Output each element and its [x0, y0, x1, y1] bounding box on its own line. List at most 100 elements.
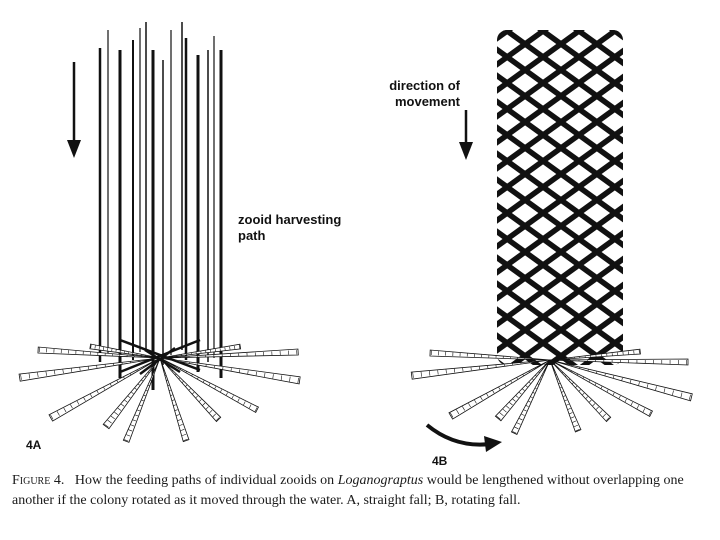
stipe-thecae [83, 397, 86, 401]
stipe-thecae [225, 392, 228, 396]
stipe-thecae [535, 375, 537, 377]
stipe-thecae [642, 408, 646, 413]
stipe-thecae [116, 380, 119, 383]
stipe-thecae [254, 407, 258, 412]
stipe-thecae [568, 378, 571, 381]
stipe-thecae [539, 379, 541, 381]
stipe-thecae [567, 408, 571, 410]
stipe-thecae [636, 405, 640, 409]
stipe-thecae [37, 372, 39, 378]
helical-path-right [497, 43, 623, 149]
stipe-thecae [173, 404, 177, 406]
stipe-thecae [486, 393, 489, 397]
stipe-thecae [216, 417, 220, 421]
stipe-thecae [123, 376, 125, 379]
colony-stipe [448, 359, 551, 420]
stipe-thecae [602, 413, 607, 418]
stipe-thecae [147, 371, 150, 373]
stipe-thecae [132, 419, 137, 422]
stipe-thecae [109, 383, 112, 387]
stipe-thecae [175, 373, 177, 376]
stipe-thecae [134, 414, 139, 417]
stipe-thecae [445, 369, 447, 374]
annotation-zooid-harvesting-path: zooid harvesting path [238, 212, 342, 243]
stipe-thecae [456, 409, 460, 415]
stipe-thecae [563, 395, 566, 397]
stipe-thecae [96, 390, 99, 394]
stipe-thecae [54, 370, 56, 375]
stipe-thecae [50, 414, 54, 420]
helical-path-left [497, 30, 623, 71]
stipe-thecae [566, 403, 570, 406]
stipe-thecae [541, 368, 543, 370]
stipe-thecae [141, 399, 144, 402]
helical-path-right [497, 95, 623, 201]
stipe-thecae [612, 392, 615, 396]
colony-stipe [159, 343, 242, 359]
helical-path-left [492, 0, 630, 16]
stipe-thecae [535, 387, 537, 390]
stipe-thecae [592, 403, 596, 407]
stipe-thecae [588, 380, 591, 382]
helical-path-right [497, 30, 623, 123]
stipe-thecae [509, 402, 513, 406]
colony-stipe [159, 357, 301, 385]
helical-path-right [492, 0, 630, 16]
stipe-thecae [212, 413, 217, 417]
stipe-thecae [90, 344, 92, 349]
stipe-thecae [197, 377, 199, 380]
figure-drawing [18, 0, 693, 452]
stipe-thecae [528, 381, 531, 384]
stipe-thecae [107, 419, 112, 424]
stipe-thecae [198, 399, 202, 402]
colony-stipe [159, 357, 190, 443]
stipe-thecae [474, 399, 477, 404]
stipe-thecae [130, 424, 135, 427]
colony-stipe [18, 357, 161, 382]
stipe-thecae [499, 412, 504, 417]
stipe-thecae [238, 345, 241, 349]
helical-path-right [497, 355, 623, 365]
stipe-thecae [183, 438, 188, 441]
stipe-thecae [521, 413, 525, 416]
helical-path-right [497, 121, 623, 227]
stipe-thecae [564, 399, 568, 402]
stipe-thecae [70, 368, 73, 372]
helical-path-right [497, 225, 623, 331]
stipe-thecae [202, 380, 205, 383]
stipe-thecae [532, 392, 535, 394]
stipe-thecae [174, 409, 178, 411]
stipe-thecae [181, 433, 187, 436]
stipe-thecae [531, 378, 534, 381]
stipe-thecae [176, 414, 180, 416]
helical-path-right [497, 30, 623, 97]
stipe-thecae [558, 382, 561, 384]
harvesting-paths-straight [98, 22, 223, 390]
stipe-thecae [606, 389, 609, 393]
stipe-thecae [145, 389, 148, 392]
stipe-thecae [516, 377, 518, 380]
stipe-thecae [141, 379, 144, 382]
stipe-thecae [231, 395, 234, 399]
stipe-thecae [585, 396, 589, 399]
stipe-thecae [171, 370, 173, 372]
stipe-thecae [104, 423, 109, 428]
stipe-thecae [202, 402, 206, 406]
caption-text-after: would be lengthened without overlapping … [12, 473, 684, 508]
colony-arms-b [410, 348, 693, 435]
stipe-thecae [600, 386, 603, 389]
stipe-thecae [648, 411, 652, 416]
stipe-thecae [297, 377, 299, 384]
stipe-thecae [127, 395, 131, 399]
colony-stipe [549, 359, 693, 402]
stipe-thecae [606, 417, 610, 421]
stipe-thecae [561, 371, 563, 374]
stipe-thecae [237, 398, 240, 402]
movement-arrow-a [67, 62, 81, 158]
stipe-thecae [185, 371, 187, 373]
stipe-thecae [538, 371, 540, 373]
colony-stipe [102, 357, 161, 430]
movement-arrow-b [459, 110, 473, 160]
stipe-thecae [663, 388, 666, 393]
stipe-thecae [516, 422, 521, 425]
